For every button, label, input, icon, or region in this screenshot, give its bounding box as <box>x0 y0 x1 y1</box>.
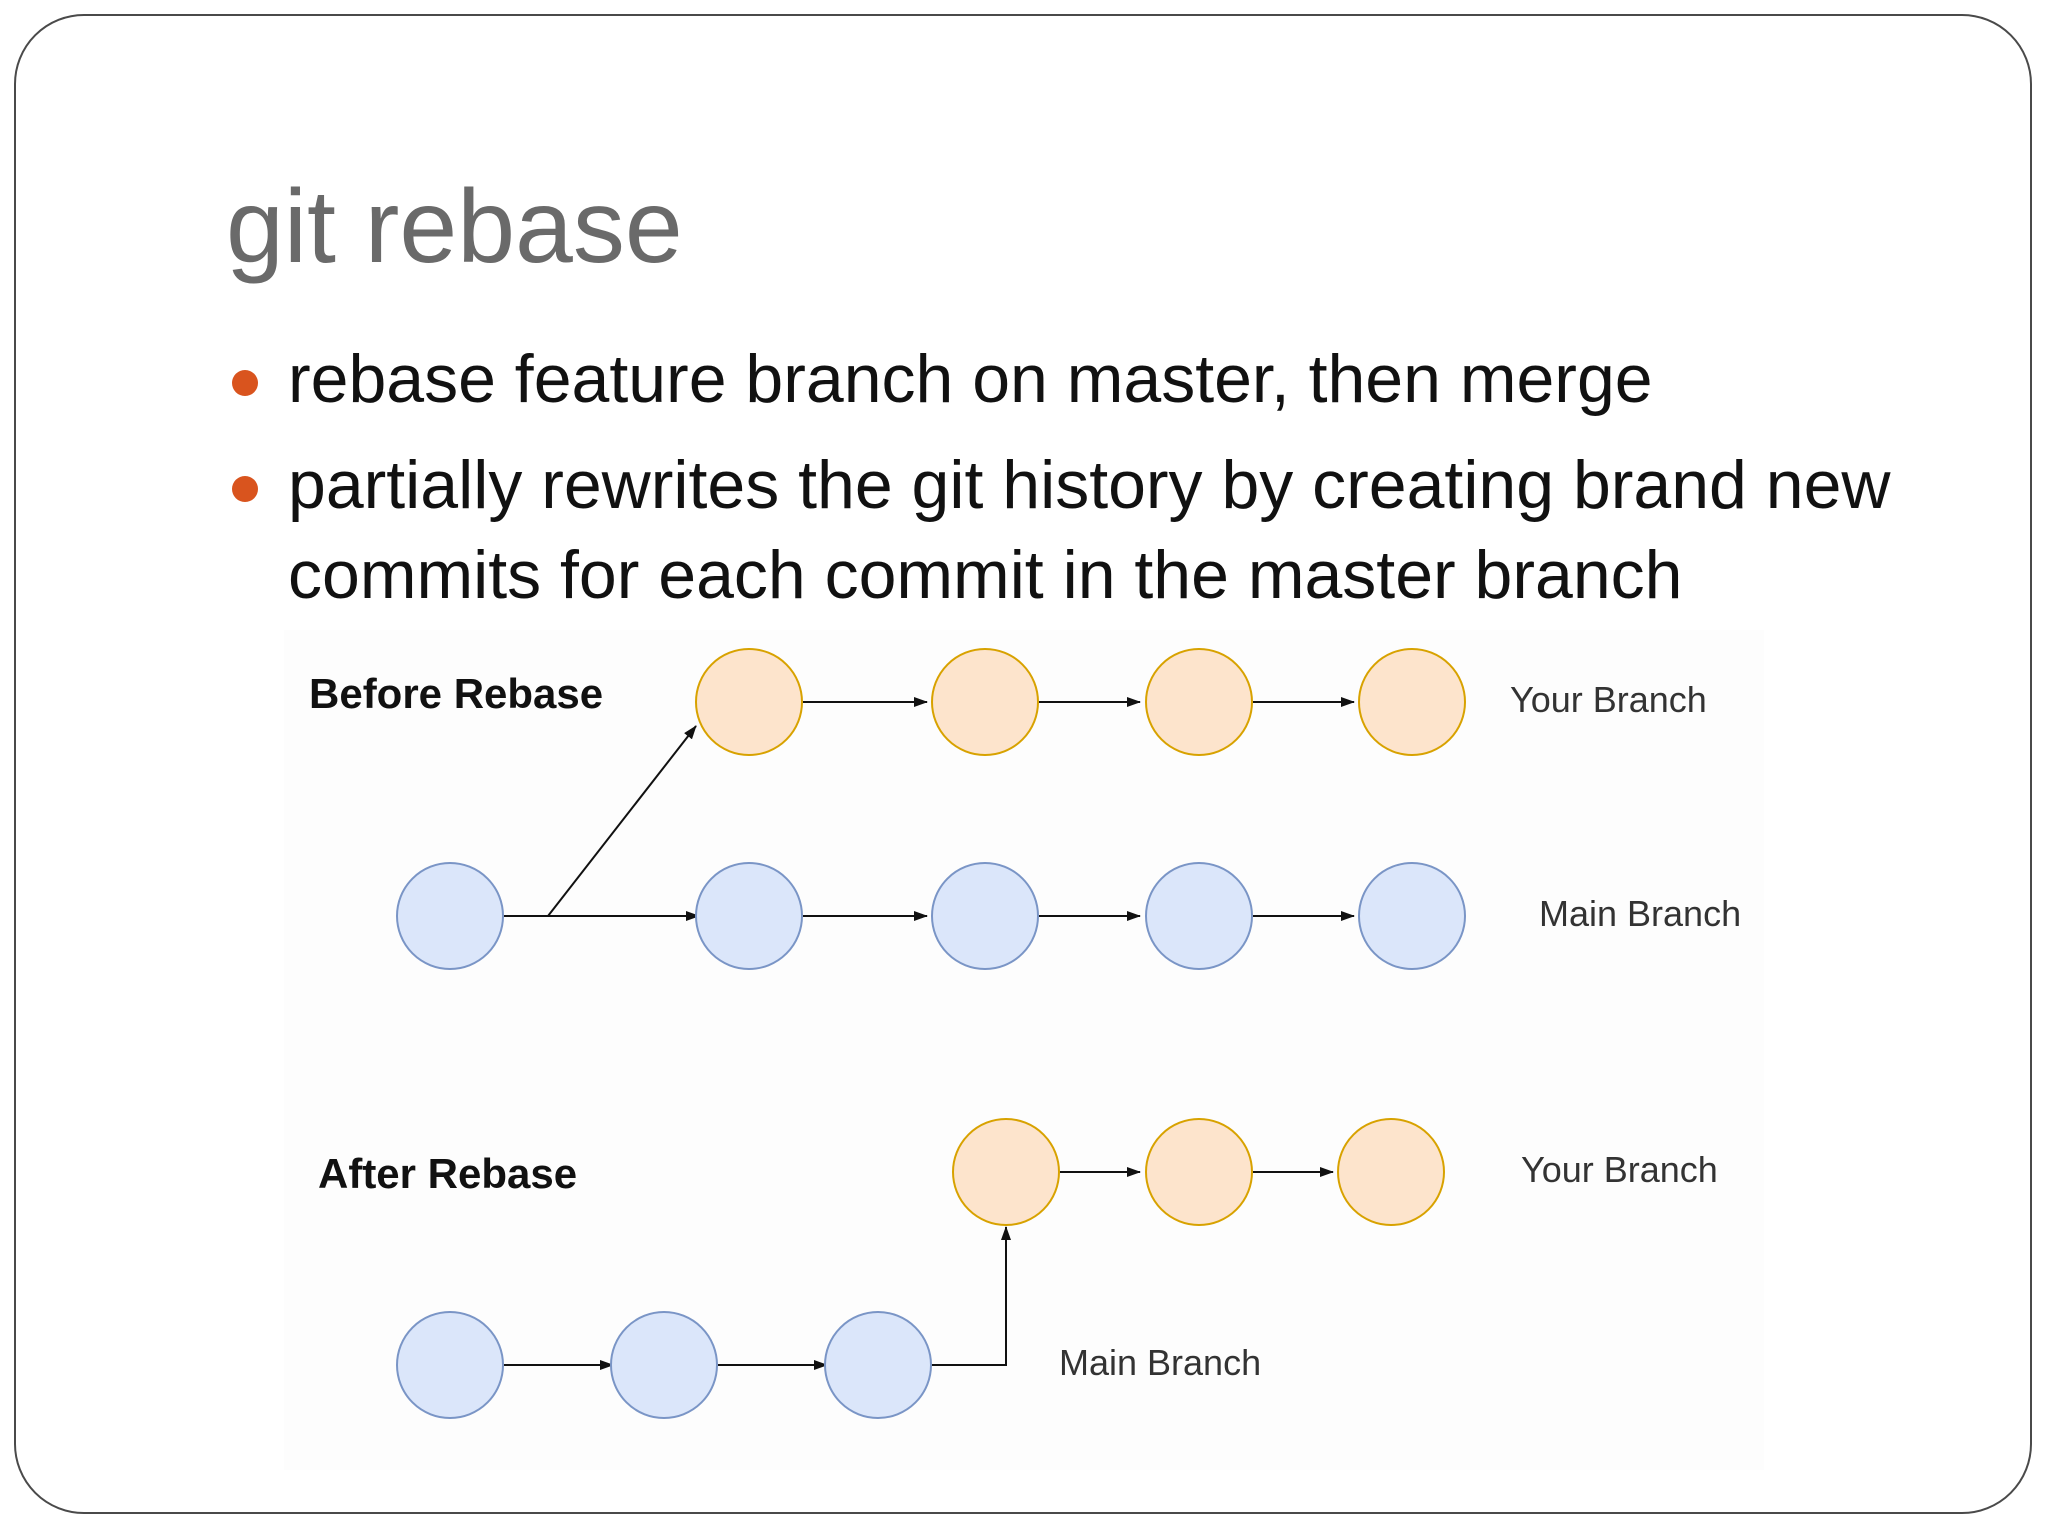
branch-arrow <box>547 725 697 917</box>
commit-node <box>1358 862 1466 970</box>
rebase-diagram-svg: Before Rebase Your Branch Main Branch Af… <box>309 648 1741 1419</box>
bullet-text: rebase feature branch on master, then me… <box>288 341 1653 417</box>
bullet-text: partially rewrites the git history by cr… <box>288 447 1891 613</box>
before-main-branch <box>396 725 1466 970</box>
commit-node <box>931 862 1039 970</box>
bullet-dot-icon <box>232 476 258 502</box>
bullet-dot-icon <box>232 370 258 396</box>
rebase-diagram: Before Rebase Your Branch Main Branch Af… <box>284 630 1764 1470</box>
commit-node <box>824 1311 932 1419</box>
after-your-branch <box>952 1118 1445 1226</box>
after-your-branch-label: Your Branch <box>1521 1149 1718 1190</box>
before-your-branch-label: Your Branch <box>1510 679 1707 720</box>
after-main-branch <box>396 1226 1011 1419</box>
rebase-arrow <box>931 1226 1011 1366</box>
before-your-branch <box>695 648 1466 756</box>
commit-node <box>695 648 803 756</box>
commit-node <box>1145 648 1253 756</box>
before-main-branch-label: Main Branch <box>1539 893 1741 934</box>
bullet-list: rebase feature branch on master, then me… <box>226 334 1926 644</box>
before-rebase-heading: Before Rebase <box>309 670 603 717</box>
slide-title: git rebase <box>226 169 683 285</box>
commit-node <box>1145 1118 1253 1226</box>
after-main-branch-label: Main Branch <box>1059 1342 1261 1383</box>
bullet-item: rebase feature branch on master, then me… <box>226 334 1926 424</box>
commit-node <box>952 1118 1060 1226</box>
commit-node <box>396 1311 504 1419</box>
commit-node <box>931 648 1039 756</box>
commit-node <box>610 1311 718 1419</box>
bullet-item: partially rewrites the git history by cr… <box>226 440 1926 620</box>
commit-node <box>1358 648 1466 756</box>
commit-node <box>396 862 504 970</box>
commit-node <box>1337 1118 1445 1226</box>
after-rebase-heading: After Rebase <box>318 1150 577 1197</box>
commit-node <box>1145 862 1253 970</box>
commit-node <box>695 862 803 970</box>
